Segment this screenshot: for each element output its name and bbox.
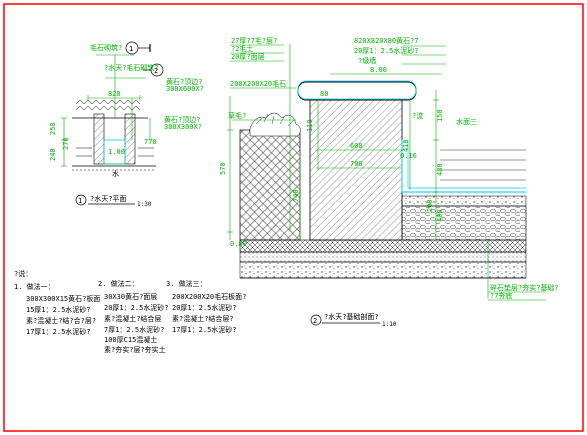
plan-label-stone-top: 黄石?顶边? [166,77,202,86]
section-label-flow: ?流 [412,111,423,120]
section-dim-480: 480 [436,163,444,176]
notes-col3-line: 17厚1：2.5水泥砂? [172,325,237,334]
notes-col1-line: 15厚1：2.5水泥砂? [26,305,91,314]
notes-col3-line: 200X200X20毛石板面? [172,292,246,301]
plan-caption-title: ?水天?平面 [90,194,126,203]
plant-symbols [75,99,141,111]
notes-col1-line: 300X300X15黄石?板面 [26,294,100,303]
notes-col2-line: 素?夯实?层?夯实土 [104,345,166,354]
section-dim-110: 110 [306,119,314,132]
notes-col1-line: 素?混凝土?结?合?层? [26,316,96,325]
section-dim-016: 0.16 [400,152,417,160]
plan-caption-scale: 1:30 [137,201,152,208]
section-label-top1: 27厚?7毛?层? [231,36,277,45]
section-dim-600: 600 [350,142,363,150]
notes-col2-line: 7厚1：2.5水泥砂? [104,325,164,334]
section-dim-740: 740 [292,189,300,202]
section-detail: 27厚?7毛?层? ?2毛土 20厚?面层 820X820X80黄石?7 20厚… [219,36,559,328]
section-dim-80: 80 [320,90,328,98]
plan-label-stone-side-spec: 300X300X? [164,123,202,131]
section-label-top3: 20厚?面层 [231,53,265,61]
section-label-bottom1: 碎石垫层?夯实?基础? [490,283,559,292]
section-label-bottom2: ?7夯底 [490,291,512,300]
notes-col1-title: 1. 做法一： [14,282,55,291]
section-caption-num: 2 [313,317,317,325]
section-dim-700: 700 [350,160,363,168]
plan-label-stone-side: 黄石?顶边? [164,115,200,124]
notes-block: ?说： 1. 做法一： 300X300X15黄石?板面 15厚1：2.5水泥砂?… [14,269,246,354]
plan-label-stone: 毛石砌筑? [90,43,122,52]
section-caption-scale: 1:10 [382,321,397,328]
plan-dim-270: 270 [62,137,70,150]
marker-1-text: 1 [129,45,133,53]
plan-dim-250: 250 [49,122,57,135]
plan-dim-770: 770 [144,138,157,146]
section-label-cap2: 20厚1：2.5水泥砂? [354,46,419,55]
notes-col1-line: 17厚1：2.5水泥砂? [26,327,91,336]
section-label-left: 200X200X20毛石 [230,79,286,88]
section-label-cap3: ?级墙 [358,56,376,65]
notes-col3-line: 20厚1：2.5水泥砂? [172,303,237,312]
plan-dim-100: 1.00 [108,148,125,156]
notes-col3-title: 3. 做法三： [166,279,207,288]
plan-label-water: ?水天?毛石砌筑? [104,63,159,72]
notes-col2-line: 20厚1：2.5水泥砂? [104,303,169,312]
section-label-grass: 草毛? [228,111,246,120]
section-dim-400: 400 [436,209,444,222]
section-caption-marker [310,314,322,326]
section-dim-080: 0.80 [230,240,247,248]
plan-label-stone-top-spec: 300X600X? [166,85,204,93]
drawing-frame [3,3,584,432]
plan-dim-240: 240 [49,148,57,161]
section-label-top2: ?2毛土 [231,44,253,53]
notes-col2-line: 素?混凝土?结合层 [104,314,161,323]
plan-caption-marker [75,194,87,206]
notes-col3-line: 素?混凝土?结合层? [172,314,234,323]
plan-caption-num: 1 [78,197,82,205]
section-label-water: 水面三 [456,117,477,126]
plan-dim-820: 820 [108,90,121,98]
section-dim-800: 8.00 [370,66,387,74]
notes-col2-line: 100厚C15混凝土 [104,335,157,344]
section-dim-570: 570 [219,162,227,175]
section-label-cap1: 820X820X80黄石?7 [354,36,419,45]
notes-col2-title: 2. 做法二： [98,279,139,288]
section-dim-150: 150 [436,109,444,122]
plan-water-mark: 水 [112,169,119,178]
notes-heading: ?说： [14,269,32,278]
notes-col2-line: 30X30黄石?面层 [104,292,157,301]
plan-detail: 毛石砌筑? 1 2 ?水天?毛石砌筑? 黄石?顶边? 300X600X? 黄石?… [49,41,204,208]
marker-2-text: 2 [154,67,158,75]
section-dim-410: 410 [402,139,410,152]
section-dim-200: 200 [426,199,434,212]
section-caption-title: ?水天?基础剖面? [324,312,379,321]
